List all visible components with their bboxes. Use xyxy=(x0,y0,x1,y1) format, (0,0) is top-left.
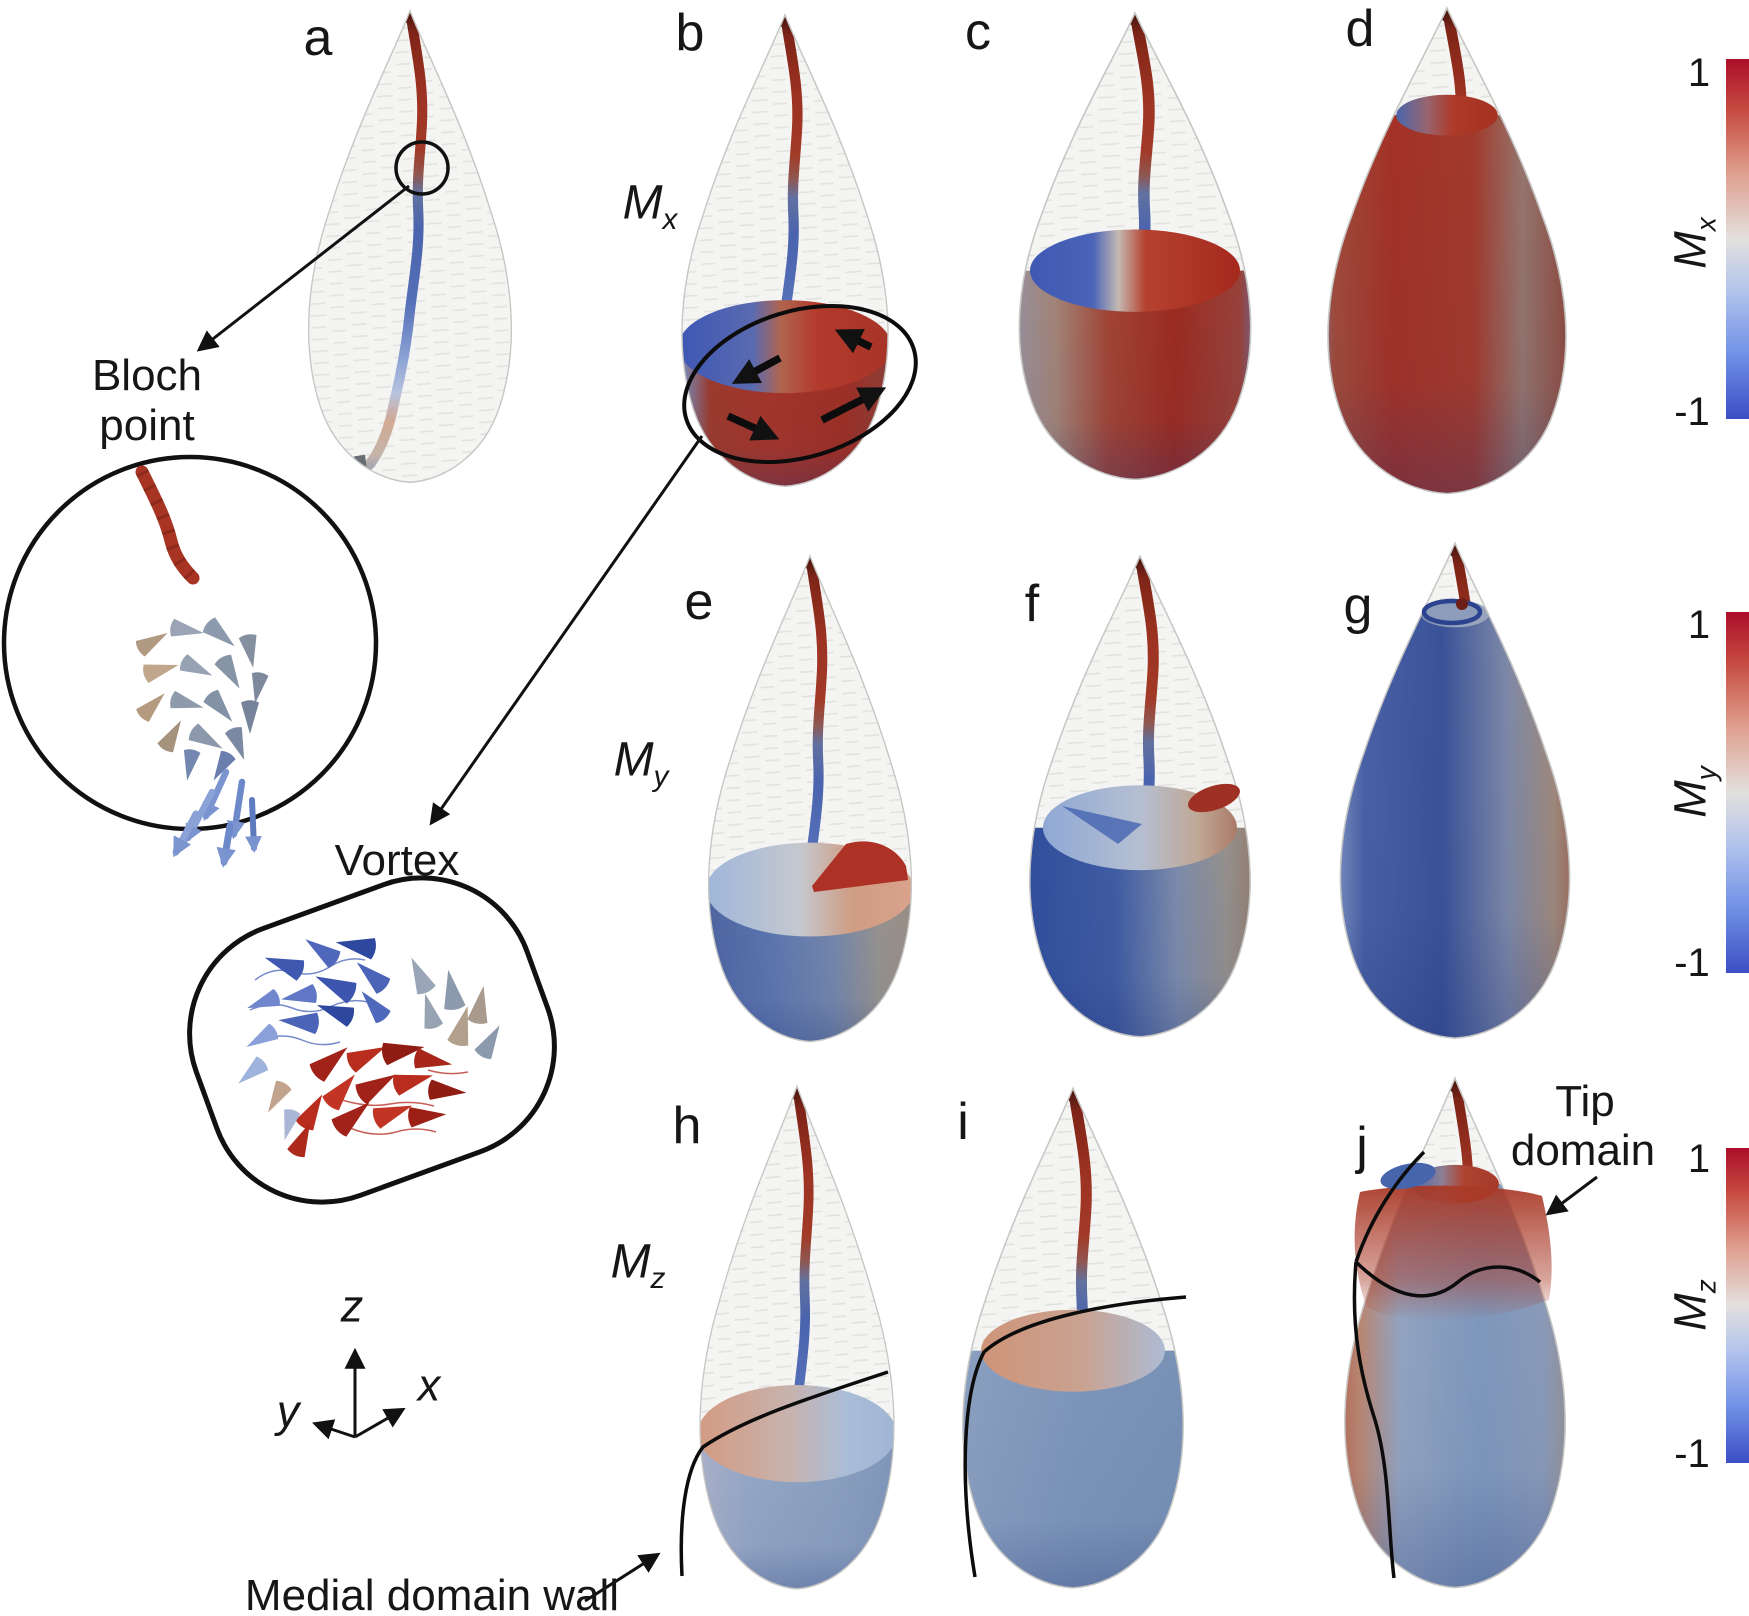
row-label-mz-sub: z xyxy=(650,1261,666,1295)
colorbar-mz-min-tick: -1 xyxy=(1674,1432,1710,1476)
y-axis-label: y xyxy=(276,1385,300,1437)
medial-domain-wall-line-i xyxy=(963,1295,1187,1578)
colorbar-mz-title-main: M xyxy=(1664,1293,1716,1331)
bloch-point-label-line1: Bloch xyxy=(91,351,203,400)
row-label-my-main: M xyxy=(613,733,654,787)
colorbar-mx-title-main: M xyxy=(1664,231,1716,269)
panel-label-g: g xyxy=(1343,577,1373,635)
colorbar-my-max-tick: 1 xyxy=(1687,603,1711,647)
panel-a-teardrop xyxy=(307,10,513,483)
colorbar-mz-max-tick: 1 xyxy=(1687,1137,1711,1181)
tip-domain-label-line1: Tip xyxy=(1555,1077,1615,1126)
bloch-zoom-arrow xyxy=(196,184,410,352)
row-label-mx-sub: x xyxy=(662,202,678,236)
panel-label-b: b xyxy=(675,4,705,62)
panel-e-vortex-face-overlay xyxy=(812,841,908,892)
colorbar-my-title-main: M xyxy=(1664,780,1716,818)
row-label-my-sub: y xyxy=(653,759,669,793)
tip-domain-label-line2: domain xyxy=(1510,1126,1656,1175)
x-axis-arrow xyxy=(354,1407,406,1439)
colorbar-mx xyxy=(1726,59,1749,419)
x-axis-label: x xyxy=(417,1359,441,1411)
colorbar-mx-max-tick: 1 xyxy=(1687,51,1711,95)
panel-h-teardrop xyxy=(699,1085,895,1590)
colorbar-mx-title: Mx xyxy=(1664,217,1722,269)
panel-label-d: d xyxy=(1345,0,1375,58)
panel-e-teardrop xyxy=(707,555,913,1043)
vortex-oval-on-b xyxy=(682,304,918,464)
row-label-mz-main: M xyxy=(610,1235,651,1289)
bloch-zoom-circle-on-a xyxy=(394,140,450,196)
bloch-point-inset xyxy=(1,454,379,868)
panel-b-teardrop xyxy=(681,14,889,487)
vortex-circulation-arrows xyxy=(726,329,887,441)
y-axis-arrow xyxy=(312,1419,356,1440)
panel-d-teardrop xyxy=(1327,7,1567,495)
panel-f-face-overlay xyxy=(1062,783,1240,844)
panel-g-face-overlay xyxy=(1421,598,1483,626)
panel-label-j: j xyxy=(1356,1117,1368,1175)
bloch-point-label-line2: point xyxy=(99,401,195,450)
colorbar-mz xyxy=(1726,1148,1749,1463)
panel-label-a: a xyxy=(303,9,333,67)
vortex-zoom-arrow xyxy=(429,435,704,826)
colorbar-mz-title-sub: z xyxy=(1690,1279,1722,1294)
colorbar-my-title-sub: y xyxy=(1690,766,1722,781)
vortex-inset-outline xyxy=(187,875,557,1205)
panel-label-f: f xyxy=(1024,575,1040,633)
colorbar-mz-title: Mz xyxy=(1664,1279,1722,1331)
medial-domain-wall-arrow xyxy=(584,1552,661,1603)
medial-domain-wall-line-h xyxy=(679,1370,889,1577)
panel-i-teardrop xyxy=(962,1087,1184,1589)
bloch-red-tube xyxy=(135,465,200,585)
coordinate-axes xyxy=(312,1347,406,1440)
tip-domain-arrow xyxy=(1545,1175,1598,1216)
row-label-mx: Mx xyxy=(623,179,678,234)
vortex-inset xyxy=(187,875,557,1205)
row-label-mz: Mz xyxy=(611,1238,666,1293)
colorbar-my xyxy=(1726,612,1749,973)
colorbar-my-min-tick: -1 xyxy=(1674,941,1710,985)
panel-j-overlays xyxy=(1354,1162,1552,1322)
bloch-blue-arrows xyxy=(172,768,262,868)
panel-label-i: i xyxy=(957,1093,969,1151)
medial-domain-wall-label: Medial domain wall xyxy=(244,1571,620,1616)
colorbar-my-title: My xyxy=(1664,766,1722,818)
z-axis-label: z xyxy=(340,1280,364,1332)
row-label-my: My xyxy=(614,736,669,791)
panel-label-e: e xyxy=(684,573,714,631)
domain-wall-lines-j xyxy=(1352,1150,1542,1579)
panel-c-teardrop xyxy=(1018,12,1252,481)
colorbar-mx-title-sub: x xyxy=(1690,217,1722,232)
vortex-label: Vortex xyxy=(334,836,460,885)
panel-label-c: c xyxy=(965,3,991,61)
panel-label-h: h xyxy=(672,1097,702,1155)
colorbar-mx-min-tick: -1 xyxy=(1674,390,1710,434)
row-label-mx-main: M xyxy=(622,176,663,230)
